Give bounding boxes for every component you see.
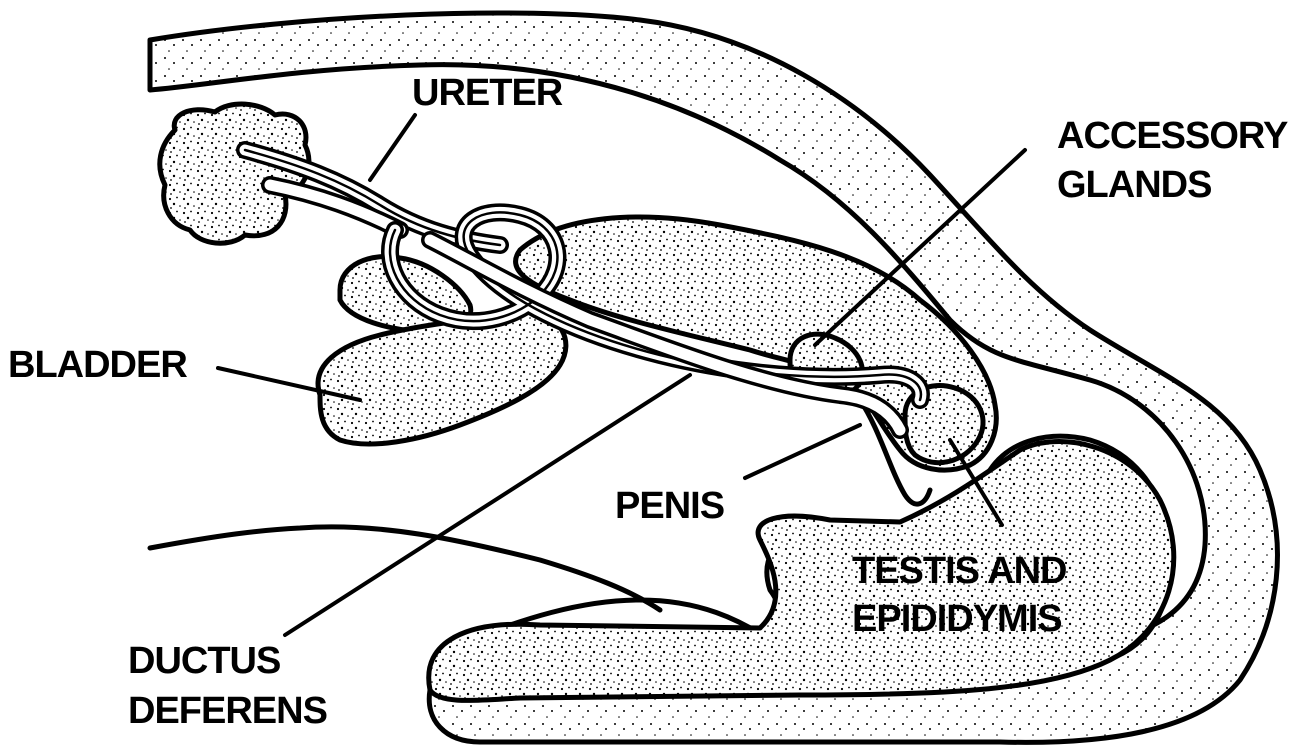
label-accessory-glands-line1: ACCESSORY	[1057, 115, 1288, 157]
leader-penis	[745, 425, 860, 478]
label-ductus-line2: DEFERENS	[128, 690, 327, 732]
label-testis-line2: EPIDIDYMIS	[852, 598, 1062, 640]
label-accessory-glands-line2: GLANDS	[1057, 164, 1211, 206]
label-ductus-line1: DUCTUS	[128, 640, 280, 682]
label-penis: PENIS	[615, 485, 724, 527]
leader-ureter	[370, 115, 415, 180]
body-wall-ventral	[150, 527, 660, 610]
bladder-organ	[318, 312, 566, 444]
kidney	[160, 104, 309, 243]
label-bladder: BLADDER	[8, 344, 187, 386]
label-testis-line1: TESTIS AND	[852, 550, 1067, 592]
label-ureter: URETER	[412, 72, 563, 114]
